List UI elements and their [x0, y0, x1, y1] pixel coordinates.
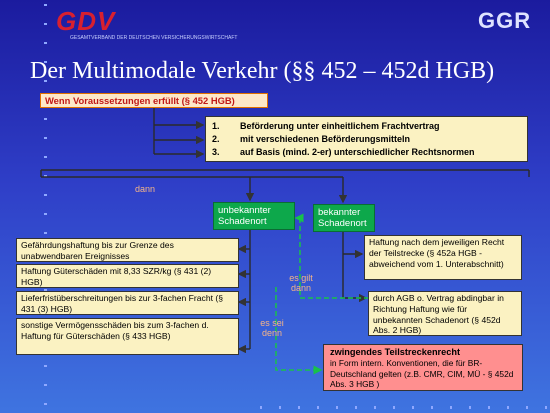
dotted-decoration-vertical — [44, 4, 47, 409]
mandatory-sector-law-box: zwingendes Teilstreckenrecht in Form int… — [323, 344, 523, 391]
condition-box: Wenn Voraussetzungen erfüllt (§ 452 HGB) — [40, 93, 268, 108]
slide-title: Der Multimodale Verkehr (§§ 452 – 452d H… — [30, 58, 495, 84]
unknown-item-cargo-damage: Haftung Güterschäden mit 8,33 SZR/kg (§ … — [16, 264, 239, 288]
gdv-logo: GDV GESAMTVERBAND DER DEUTSCHEN VERSICHE… — [56, 6, 237, 41]
known-damage-node: bekannter Schadenort — [313, 204, 375, 232]
unknown-item-strict-liability: Gefährdungshaftung bis zur Grenze des un… — [16, 238, 239, 262]
gdv-logo-mark: GDV — [56, 6, 116, 36]
then-label: dann — [135, 184, 156, 194]
known-item-section-law: Haftung nach dem jeweiligen Recht der Te… — [364, 235, 522, 280]
es-gilt-dann-label: es gilt dann — [289, 273, 313, 293]
unknown-item-financial-losses: sonstige Vermögensschäden bis zum 3-fach… — [16, 318, 239, 355]
gdv-logo-subtitle: GESAMTVERBAND DER DEUTSCHEN VERSICHERUNG… — [70, 35, 238, 41]
mandatory-box-title: zwingendes Teilstreckenrecht — [330, 347, 461, 357]
conditions-list-box: 1. Beförderung unter einheitlichem Frach… — [205, 116, 528, 162]
known-item-contract-waiver: durch AGB o. Vertrag abdingbar in Richtu… — [368, 291, 522, 336]
es-sei-denn-label: es sei denn — [260, 318, 284, 338]
condition-item: 1. Beförderung unter einheitlichem Frach… — [212, 121, 440, 131]
ggr-logo: GGR — [478, 8, 532, 33]
condition-item: 3. auf Basis (mind. 2-er) unterschiedlic… — [212, 147, 475, 157]
condition-item: 2. mit verschiedenen Beförderungsmitteln — [212, 134, 411, 144]
unknown-item-delivery-delay: Lieferfristüberschreitungen bis zur 3-fa… — [16, 291, 239, 315]
unknown-damage-node: unbekannter Schadenort — [213, 202, 295, 230]
mandatory-box-text: in Form intern. Konventionen, die für BR… — [330, 358, 514, 389]
dotted-decoration-horizontal — [260, 406, 550, 409]
